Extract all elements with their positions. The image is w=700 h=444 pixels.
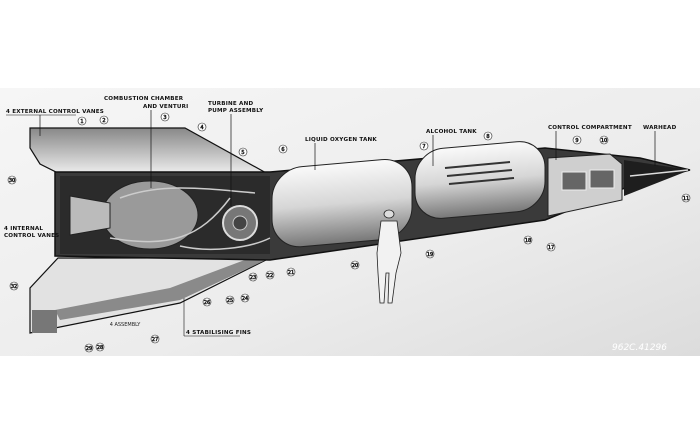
label-combustion-chamber: COMBUSTION CHAMBER AND VENTURI [104, 96, 188, 188]
svg-text:CONTROL COMPARTMENT: CONTROL COMPARTMENT [548, 125, 632, 131]
callout-2: 2 [99, 115, 109, 125]
tank-rails [444, 161, 515, 185]
callout-10: 10 [599, 135, 609, 145]
callout-5: 5 [238, 147, 248, 157]
liquid-oxygen-tank [271, 158, 413, 248]
svg-text:28: 28 [97, 345, 103, 351]
control-box-1 [561, 171, 587, 191]
label-external-vanes: 4 EXTERNAL CONTROL VANES [6, 109, 104, 136]
callout-18: 18 [523, 235, 533, 245]
callout-29: 29 [84, 343, 94, 353]
svg-text:18: 18 [525, 238, 531, 244]
warhead [624, 160, 690, 196]
callout-23: 23 [248, 272, 258, 282]
svg-text:COMBUSTION CHAMBER: COMBUSTION CHAMBER [104, 96, 184, 102]
svg-text:5: 5 [241, 150, 244, 156]
label-warhead: WARHEAD [643, 125, 677, 166]
svg-text:4 INTERNAL: 4 INTERNAL [4, 226, 43, 232]
callout-27: 27 [150, 334, 160, 344]
svg-text:PUMP ASSEMBLY: PUMP ASSEMBLY [208, 108, 264, 114]
svg-text:CONTROL VANES: CONTROL VANES [4, 233, 59, 239]
callout-8: 8 [483, 131, 493, 141]
svg-text:AND VENTURI: AND VENTURI [143, 104, 188, 110]
callout-21: 21 [286, 267, 296, 277]
svg-text:4 STABILISING FINS: 4 STABILISING FINS [186, 330, 251, 336]
svg-text:20: 20 [352, 263, 358, 269]
label-turbine-pump: TURBINE AND PUMP ASSEMBLY [208, 101, 264, 206]
callout-1: 1 [77, 116, 87, 126]
svg-text:22: 22 [267, 273, 273, 279]
callout-7: 7 [419, 141, 429, 151]
svg-text:26: 26 [204, 300, 210, 306]
pipework [109, 187, 271, 250]
svg-text:17: 17 [548, 245, 554, 251]
callout-9: 9 [572, 135, 582, 145]
svg-text:4: 4 [200, 125, 203, 131]
callout-25: 25 [225, 295, 235, 305]
svg-text:11: 11 [683, 196, 689, 202]
svg-text:2: 2 [102, 118, 105, 124]
callout-4: 4 [197, 122, 207, 132]
svg-text:27: 27 [152, 337, 158, 343]
svg-text:3: 3 [163, 115, 166, 121]
svg-text:8: 8 [486, 134, 489, 140]
fin-tab [32, 310, 57, 333]
callout-3: 3 [160, 112, 170, 122]
svg-text:32: 32 [11, 284, 17, 290]
control-box-2 [589, 169, 615, 189]
callout-30: 30 [7, 175, 17, 185]
callout-22: 22 [265, 270, 275, 280]
callout-11: 11 [681, 193, 691, 203]
svg-text:25: 25 [227, 298, 233, 304]
label-control-compartment: CONTROL COMPARTMENT [548, 125, 632, 160]
svg-text:TURBINE AND: TURBINE AND [208, 101, 253, 107]
callout-20: 20 [350, 260, 360, 270]
callouts: 1 2 3 4 5 6 7 8 9 10 11 18 17 19 20 21 2… [7, 112, 691, 353]
lower-fin-shadow [55, 258, 270, 320]
alcohol-tank [414, 141, 546, 219]
svg-text:30: 30 [9, 178, 15, 184]
callout-6: 6 [278, 144, 288, 154]
svg-text:23: 23 [250, 275, 256, 281]
svg-text:9: 9 [575, 138, 578, 144]
label-lox-tank: LIQUID OXYGEN TANK [305, 137, 377, 170]
callout-28: 28 [95, 342, 105, 352]
svg-text:10: 10 [601, 138, 607, 144]
callout-26: 26 [202, 297, 212, 307]
label-internal-vanes: 4 INTERNAL CONTROL VANES [4, 226, 59, 239]
svg-text:7: 7 [422, 144, 425, 150]
svg-text:29: 29 [86, 346, 92, 352]
svg-text:4 EXTERNAL CONTROL VANES: 4 EXTERNAL CONTROL VANES [6, 109, 104, 115]
svg-text:ALCOHOL TANK: ALCOHOL TANK [426, 129, 477, 135]
svg-text:1: 1 [80, 119, 83, 125]
label-alcohol-tank: ALCOHOL TANK [426, 129, 477, 166]
callout-19: 19 [425, 249, 435, 259]
svg-text:6: 6 [281, 147, 284, 153]
label-stabilising-fins: 4 STABILISING FINS [183, 298, 251, 337]
svg-text:WARHEAD: WARHEAD [643, 125, 677, 131]
venturi-nozzle [69, 195, 111, 236]
svg-text:21: 21 [288, 270, 294, 276]
turbine-hub [232, 215, 248, 231]
callout-17: 17 [546, 242, 556, 252]
archive-caption: 962C.41296 [612, 343, 667, 353]
soldier-figure [376, 209, 402, 304]
fin-stencil: 4 ASSEMBLY [110, 322, 142, 328]
svg-text:24: 24 [242, 296, 248, 302]
warhead-fuse [629, 169, 689, 177]
callout-32: 32 [9, 281, 19, 291]
svg-text:19: 19 [427, 252, 433, 258]
callout-24: 24 [240, 293, 250, 303]
svg-text:LIQUID OXYGEN TANK: LIQUID OXYGEN TANK [305, 137, 377, 143]
v2-rocket-cutaway-diagram: 4 EXTERNAL CONTROL VANES COMBUSTION CHAM… [0, 88, 700, 356]
